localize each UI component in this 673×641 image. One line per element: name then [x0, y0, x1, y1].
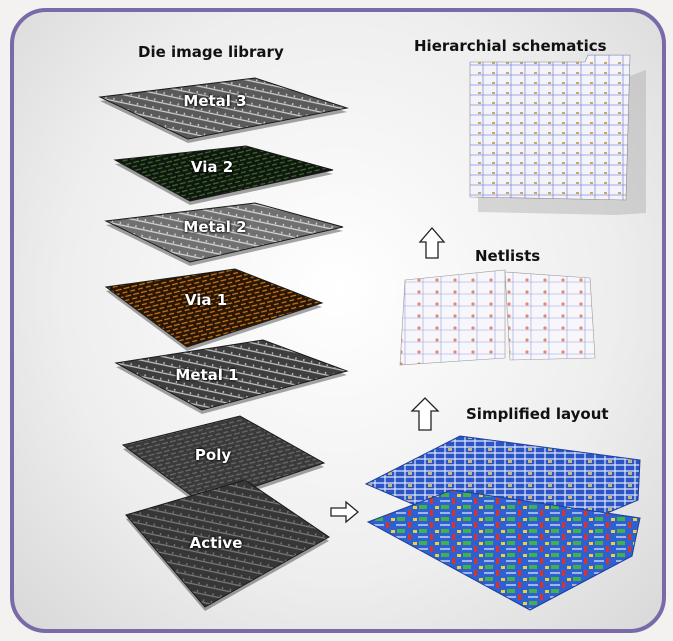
- die-layer-plate: [114, 339, 349, 411]
- layer-label-active: Active: [189, 534, 243, 552]
- layout-title: Simplified layout: [466, 405, 609, 423]
- die-layer-plate: [104, 202, 344, 263]
- netlist-sheet-right: [504, 271, 596, 361]
- layer-label-via2: Via 2: [190, 158, 234, 176]
- layer-label-metal1: Metal 1: [175, 366, 239, 384]
- schematic-sheet: [469, 54, 631, 201]
- die-layer-plate: [125, 479, 330, 608]
- netlist-sheet-left: [399, 269, 506, 366]
- die-layer-plate: [113, 145, 334, 202]
- up-arrow-icon: [418, 227, 446, 259]
- layer-label-via1: Via 1: [184, 291, 228, 309]
- die-layer-plate: [104, 268, 324, 348]
- layer-label-metal3: Metal 3: [183, 92, 247, 110]
- layer-label-metal2: Metal 2: [183, 218, 247, 236]
- netlists-title: Netlists: [475, 247, 541, 265]
- die-library-title: Die image library: [138, 43, 284, 61]
- die-layer-plate: [98, 77, 349, 140]
- right-arrow-icon: [330, 500, 360, 524]
- schematics-title: Hierarchial schematics: [414, 37, 607, 55]
- up-arrow-icon: [410, 397, 440, 431]
- layer-label-poly: Poly: [194, 446, 232, 464]
- die-layer-plate: [121, 415, 326, 505]
- layout-bottom-layer: [366, 489, 641, 611]
